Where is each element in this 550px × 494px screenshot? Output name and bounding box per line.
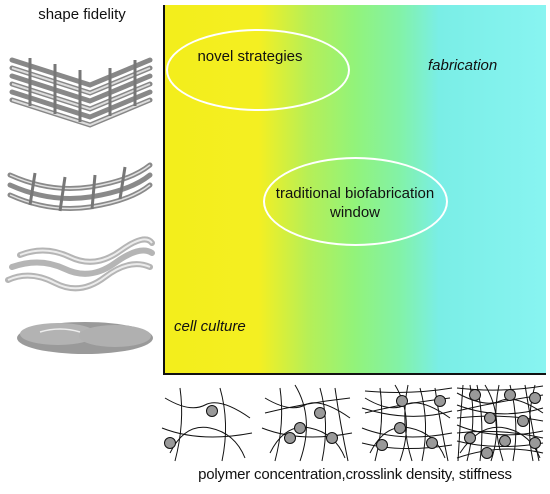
y-axis-line [163, 5, 165, 375]
x-axis-line [163, 373, 546, 375]
traditional-window-ellipse [263, 157, 448, 246]
cell-culture-label: cell culture [174, 318, 246, 335]
dense-network-icon [361, 384, 453, 462]
sparse-network-icon [161, 387, 253, 462]
shape-fidelity-title: shape fidelity [38, 6, 126, 23]
x-axis-title: polymer concentration,crosslink density,… [198, 466, 512, 483]
lattice-icon [7, 162, 153, 212]
collapsed-strands-icon [5, 236, 155, 292]
novel-strategies-ellipse [166, 29, 350, 111]
flat-blob-icon [17, 322, 153, 354]
medium-network-icon [261, 384, 353, 462]
fabrication-label: fabrication [428, 57, 498, 74]
dense-lattice-icon [9, 57, 153, 128]
very-dense-network-icon [456, 384, 544, 462]
traditional-window-label: traditional biofabrication window [275, 185, 435, 221]
novel-strategies-label: novel strategies [197, 48, 303, 65]
